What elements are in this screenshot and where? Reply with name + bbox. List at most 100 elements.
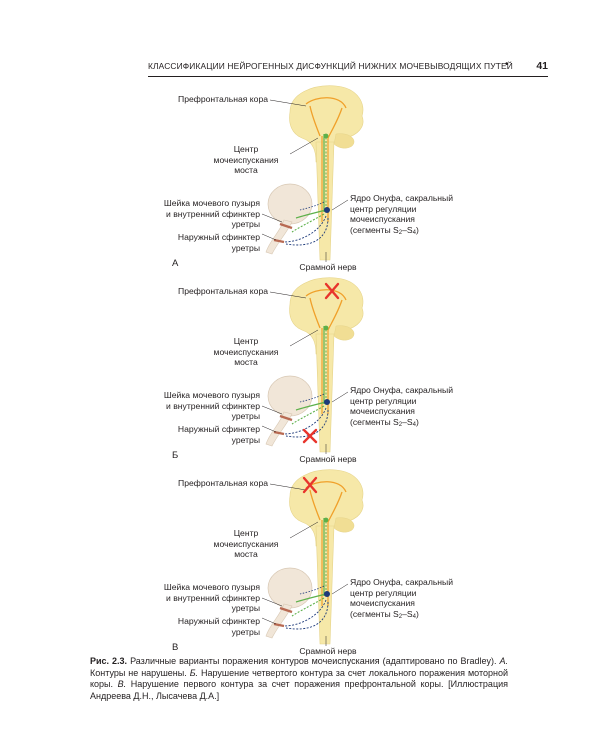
panel-letter: Б bbox=[172, 450, 179, 461]
label-text: ) bbox=[415, 416, 419, 427]
blue-pathway bbox=[299, 585, 325, 595]
caption-text: Нарушение первого контура за счет пораже… bbox=[90, 679, 508, 701]
label-line: уретры bbox=[231, 411, 260, 421]
label-prefrontal-cortex: Префронтальная кора bbox=[178, 478, 268, 488]
leader-line bbox=[261, 425, 277, 433]
external-sphincter bbox=[273, 430, 285, 436]
green-pathway bbox=[295, 209, 327, 219]
label-line: моста bbox=[234, 549, 258, 559]
leader-line bbox=[331, 199, 349, 211]
subscript: 4 bbox=[412, 229, 416, 236]
label-text: (сегменты S bbox=[350, 416, 399, 427]
label-line: и внутренний сфинктер bbox=[166, 400, 260, 411]
label-line: центр регуляции bbox=[350, 587, 417, 598]
label-external-sphincter: Наружный сфинктер уретры bbox=[120, 232, 260, 253]
label-text: –S bbox=[402, 608, 413, 619]
bullet: • bbox=[505, 59, 509, 70]
label-line: (сегменты S2–S4) bbox=[350, 225, 480, 239]
onuf-nucleus-node bbox=[324, 591, 330, 597]
external-sphincter bbox=[273, 238, 285, 244]
label-line: центр регуляции bbox=[350, 395, 417, 406]
cerebellum-shape bbox=[333, 517, 355, 533]
bladder-shape bbox=[267, 183, 313, 225]
leader-line bbox=[289, 521, 319, 539]
leader-line bbox=[289, 329, 319, 347]
caption-letter-a: А. bbox=[499, 656, 508, 666]
label-line: (сегменты S2–S4) bbox=[350, 417, 480, 431]
orange-pathway bbox=[305, 97, 347, 109]
lesion-mark-motor bbox=[324, 282, 340, 300]
onuf-nucleus-node bbox=[324, 399, 330, 405]
label-line: Шейка мочевого пузыря bbox=[163, 582, 260, 592]
neuro-diagram bbox=[261, 277, 364, 454]
caption-text: Контуры не нарушены. bbox=[90, 667, 190, 678]
label-line: Центр bbox=[233, 336, 259, 346]
orange-pathway bbox=[309, 489, 321, 521]
label-line: мочеиспускания bbox=[213, 154, 279, 165]
neuro-diagram bbox=[261, 469, 364, 646]
leader-line bbox=[261, 233, 277, 241]
caption-text: Нарушение четвертого контура за счет лок… bbox=[90, 667, 508, 690]
leader-line bbox=[289, 137, 319, 155]
label-text: (сегменты S bbox=[350, 224, 399, 235]
running-title: КЛАССИФИКАЦИИ НЕЙРОГЕННЫХ ДИСФУНКЦИЙ НИЖ… bbox=[148, 61, 513, 71]
leader-line bbox=[261, 405, 283, 415]
leader-line bbox=[261, 213, 283, 223]
lesion-mark-pudendal bbox=[302, 428, 318, 444]
label-line: мочеиспускания bbox=[350, 406, 415, 416]
label-onuf-nucleus: Ядро Онуфа, сакральный центр регуляции м… bbox=[350, 193, 480, 238]
leader-line bbox=[331, 583, 349, 595]
green-pathway bbox=[291, 213, 325, 233]
blue-pathway bbox=[283, 215, 327, 243]
label-pudendal-nerve: Срамной нерв bbox=[299, 262, 357, 272]
label-pontine-center: Центр мочеиспускания моста bbox=[202, 336, 290, 368]
neuro-diagram bbox=[261, 85, 364, 262]
label-line: Наружный сфинктер bbox=[177, 616, 260, 626]
orange-pathway bbox=[309, 105, 321, 137]
leader-line bbox=[269, 483, 307, 491]
label-bladder-neck: Шейка мочевого пузыря и внутренний сфинк… bbox=[120, 198, 260, 230]
label-pontine-center: Центр мочеиспускания моста bbox=[202, 144, 290, 176]
label-line: Центр bbox=[233, 144, 259, 154]
label-line: Центр bbox=[233, 528, 259, 538]
label-line: мочеиспускания bbox=[213, 346, 279, 357]
label-pontine-center: Центр мочеиспускания моста bbox=[202, 528, 290, 560]
label-line: и внутренний сфинктер bbox=[166, 592, 260, 603]
label-line: Наружный сфинктер bbox=[177, 232, 260, 242]
leader-line bbox=[269, 99, 307, 107]
label-line: моста bbox=[234, 357, 258, 367]
green-pathway bbox=[295, 593, 327, 603]
diagram-panel-v: Префронтальная кора Центр мочеиспускания… bbox=[140, 466, 480, 656]
label-text: –S bbox=[402, 224, 413, 235]
orange-pathway bbox=[309, 297, 321, 329]
orange-pathway bbox=[327, 107, 343, 139]
spinal-cord bbox=[315, 333, 335, 453]
label-line: уретры bbox=[231, 434, 260, 445]
label-external-sphincter: Наружный сфинктер уретры bbox=[120, 616, 260, 637]
label-pudendal-nerve: Срамной нерв bbox=[299, 454, 357, 464]
subscript: 4 bbox=[412, 613, 416, 620]
panel-letter: А bbox=[172, 258, 179, 269]
caption-letter-b: Б. bbox=[189, 667, 199, 678]
diagram-panel-b: Префронтальная кора Центр мочеиспускания… bbox=[140, 274, 480, 464]
blue-pathway bbox=[283, 599, 327, 627]
urethra-shape bbox=[265, 603, 293, 639]
subscript: 2 bbox=[398, 229, 403, 236]
label-line: мочеиспускания bbox=[350, 214, 415, 224]
label-line: Шейка мочевого пузыря bbox=[163, 198, 260, 208]
blue-pathway bbox=[299, 393, 325, 403]
orange-pathway bbox=[327, 299, 343, 331]
lesion-mark-prefrontal bbox=[302, 476, 318, 494]
subscript: 4 bbox=[412, 421, 416, 428]
label-onuf-nucleus: Ядро Онуфа, сакральный центр регуляции м… bbox=[350, 385, 480, 430]
figure-caption: Рис. 2.3. Различные варианты поражения к… bbox=[90, 656, 508, 702]
page-number: 41 bbox=[536, 60, 548, 72]
diagram-panel-a: Префронтальная кора Центр мочеиспускания… bbox=[140, 82, 480, 272]
label-line: Ядро Онуфа, сакральный bbox=[350, 193, 454, 203]
label-text: ) bbox=[415, 224, 419, 235]
orange-pathway bbox=[327, 491, 343, 523]
label-line: мочеиспускания bbox=[213, 538, 279, 549]
label-line: мочеиспускания bbox=[350, 598, 415, 608]
label-text: –S bbox=[402, 416, 413, 427]
pons-center-node bbox=[323, 517, 329, 523]
